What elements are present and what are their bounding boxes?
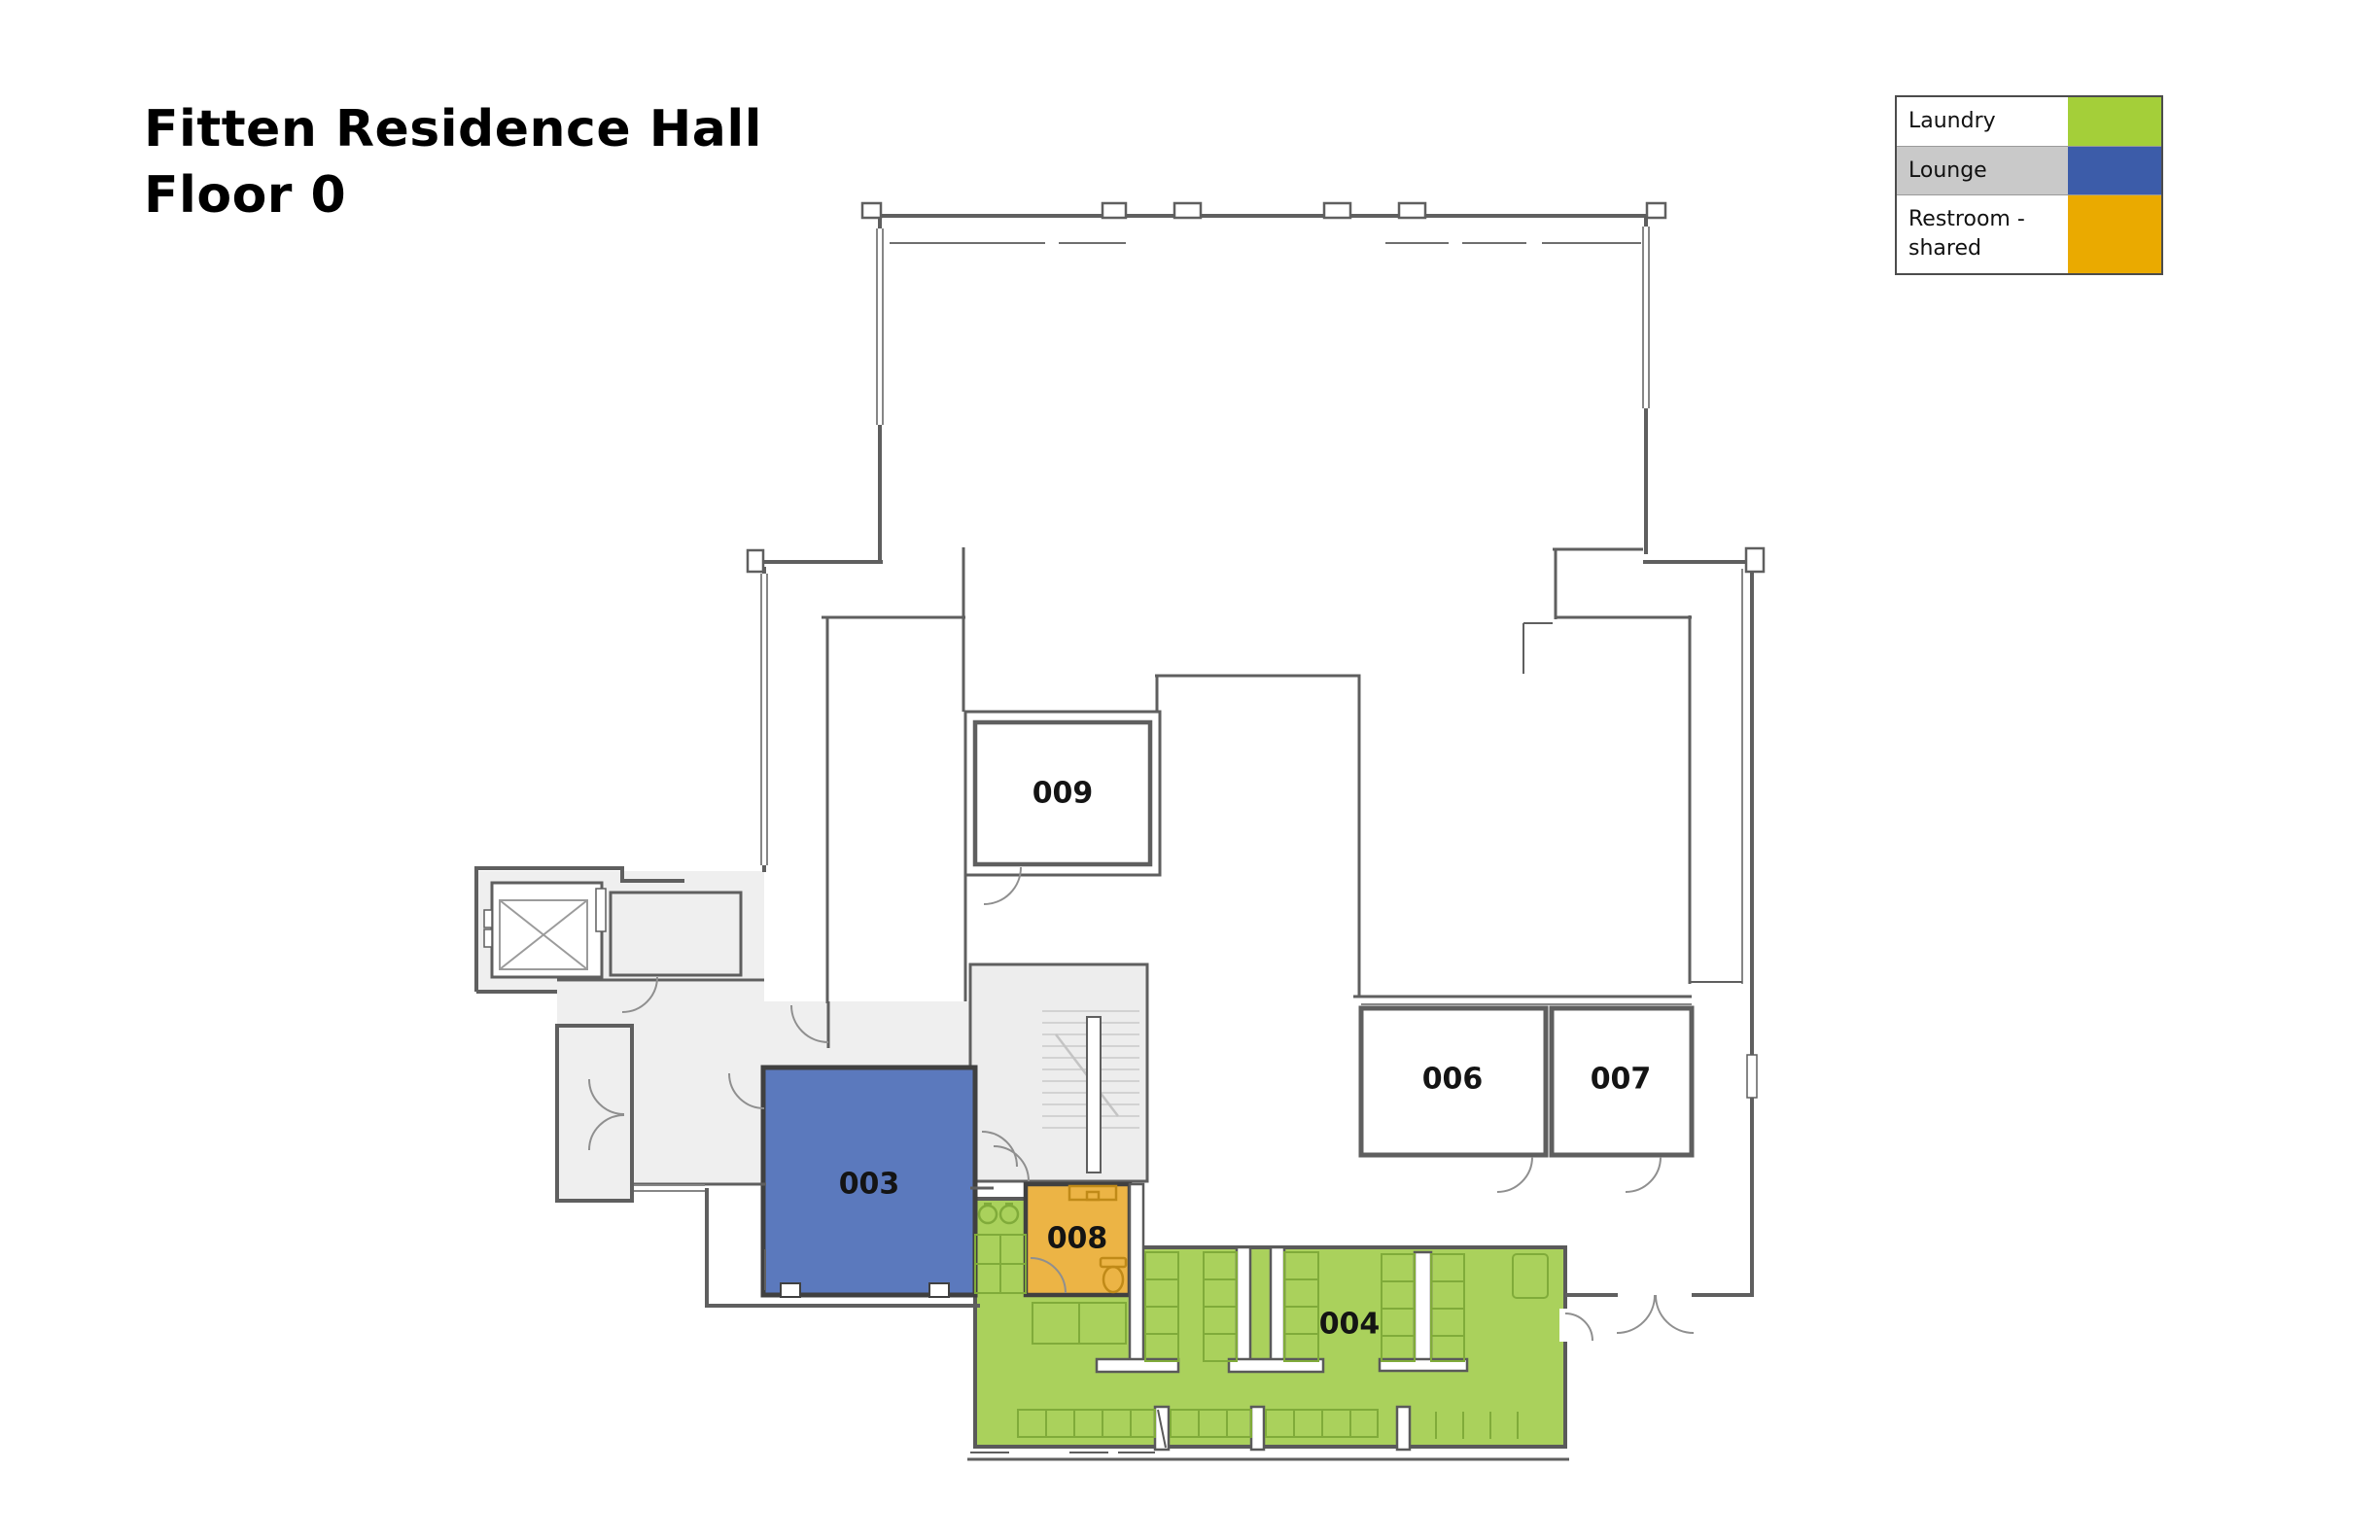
legend-label-laundry: Laundry [1908,109,1996,133]
legend-row-restroom: Restroom - shared [1897,194,2161,273]
doors [588,866,1695,1342]
legend-row-lounge: Lounge [1897,145,2161,195]
room-label-009: 009 [1032,777,1094,811]
room-label-003: 003 [839,1168,900,1202]
door-exit-right [1655,1294,1695,1334]
door-003 [728,1072,765,1109]
legend-swatch-laundry [2068,97,2161,146]
legend-label-lounge: Lounge [1897,146,2068,195]
legend: Laundry Lounge Restroom - shared [1895,95,2163,275]
laundry-partitions [1095,1182,1469,1452]
room-003-lounge [760,1065,978,1298]
windows [634,227,1758,1342]
room-006 [1358,1005,1549,1158]
door-stairwell [981,1131,1018,1168]
window-003-b [928,1282,950,1298]
floor-name: Floor 0 [144,165,347,225]
room-labels: 003 004 006 007 008 009 [839,777,1652,1342]
restroom-fixtures [1068,1184,1128,1294]
room-009-block [963,710,1162,877]
door-corridor-lobby [790,1004,829,1043]
door-004-exit [1564,1312,1593,1342]
legend-row-laundry: Laundry [1897,97,2161,146]
stair-newel [1086,1016,1102,1173]
wall-caps [746,201,1766,574]
door-entry-lower [588,1114,625,1151]
legend-swatch-lounge [2068,146,2161,195]
room-label-007: 007 [1591,1063,1652,1097]
legend-swatch-restroom [2068,195,2161,273]
room-label-008: 008 [1047,1222,1108,1256]
door-009 [983,866,1022,905]
building-name: Fitten Residence Hall [144,100,762,158]
room-007 [1549,1005,1695,1158]
laundry-sinks [977,1203,1020,1225]
elevator [483,881,607,979]
window-003-a [780,1282,801,1298]
door-vestibule [621,976,658,1013]
door-006 [1496,1156,1533,1193]
laundry-door-leaf [1157,1409,1167,1449]
elevator-door [595,888,607,932]
room-label-004: 004 [1319,1308,1381,1342]
room-label-006: 006 [1422,1063,1484,1097]
stairwell [968,962,1149,1183]
toilet-bowl [1102,1265,1125,1294]
door-exit-left [1616,1294,1656,1334]
legend-label-restroom: Restroom - shared [1908,207,2025,262]
washer-banks [974,1234,1549,1439]
door-entry-upper [588,1078,625,1115]
door-008-lobby [993,1145,1030,1182]
room-009 [972,719,1153,867]
vestibule-room [609,891,743,977]
door-008-inner [1030,1257,1067,1294]
door-007 [1625,1156,1662,1193]
page-title: Fitten Residence Hall Floor 0 [144,97,762,228]
